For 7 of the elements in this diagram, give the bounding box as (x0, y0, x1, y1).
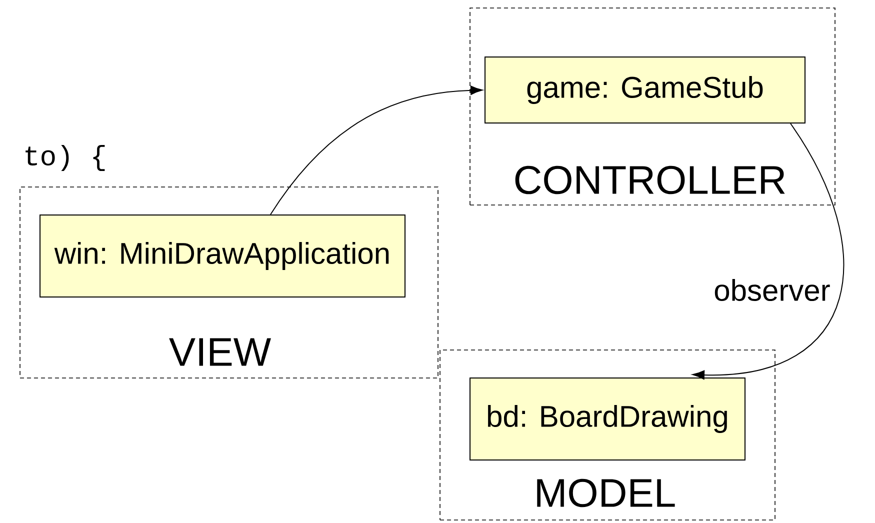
arrow (270, 86, 483, 215)
object-box: win: MiniDrawApplication (40, 214, 406, 298)
arrow (692, 123, 844, 380)
object-box: game: GameStub (484, 56, 806, 124)
edge-label: observer (712, 278, 832, 302)
code-fragment: to) { (26, 144, 105, 172)
object-box: bd: BoardDrawing (470, 378, 746, 460)
